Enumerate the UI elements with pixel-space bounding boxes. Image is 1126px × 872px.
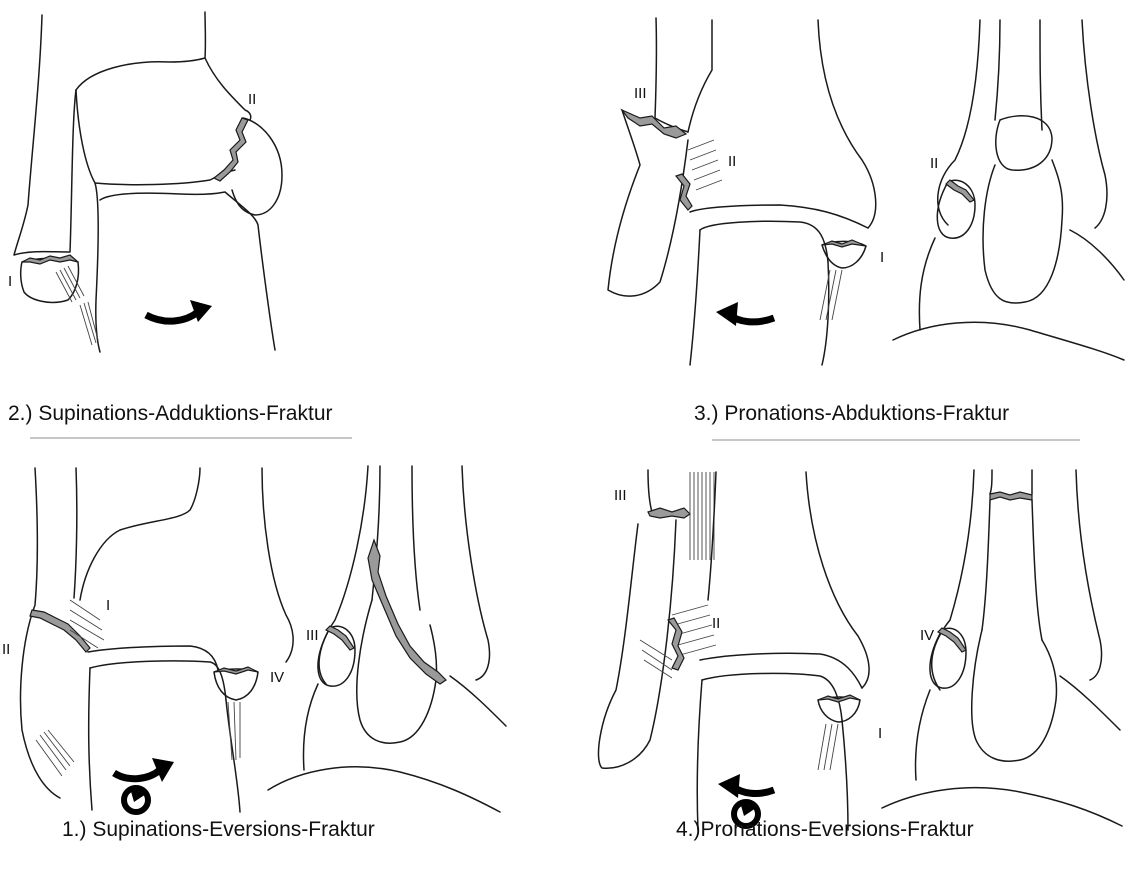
label-ii: II xyxy=(712,615,720,632)
tibia xyxy=(80,468,200,600)
tibia-side xyxy=(932,470,974,690)
rotation-arrow xyxy=(146,312,198,321)
label-ii: II xyxy=(248,91,256,108)
fracture-line-oblique xyxy=(368,540,446,684)
panel-pronation-abduction: III II I II 3.) Pronations-Abduktions-Fr… xyxy=(608,18,1124,440)
panel-supination-adduction: II I 2.) Supinations-Adduktions-Fraktur xyxy=(8,12,352,438)
deltoid-hatching xyxy=(818,724,838,770)
fibula xyxy=(21,468,60,798)
interosseous-hatching xyxy=(690,472,714,560)
fibula-distal xyxy=(598,520,676,768)
rotation-arrow xyxy=(114,770,160,779)
talus-side xyxy=(972,630,1057,761)
caption-pronation-abduction: 3.) Pronations-Abduktions-Fraktur xyxy=(694,402,1009,425)
tibia xyxy=(708,472,716,600)
talus-dome xyxy=(90,661,226,700)
talus xyxy=(95,183,100,352)
tibia-side-medial xyxy=(1076,470,1102,680)
fibula xyxy=(14,15,76,255)
ankle-front-view xyxy=(608,18,876,365)
panel-pronation-eversion: III II I IV 4.)Pronations-Eversions-Frak… xyxy=(598,470,1122,841)
fracture-line-iii xyxy=(648,508,690,518)
ankle-side-view xyxy=(893,20,1124,360)
fracture-line-iv-side xyxy=(938,628,966,652)
tibia xyxy=(76,12,205,90)
label-i: I xyxy=(880,249,884,266)
rotation-arrowhead xyxy=(716,302,738,326)
calcaneus-side xyxy=(916,676,1120,780)
talus xyxy=(700,221,828,262)
talus xyxy=(702,673,842,720)
tibia xyxy=(688,20,712,132)
tibia-side-medial xyxy=(462,466,490,680)
ligament-hatching xyxy=(56,266,98,345)
fracture-line-iii-side xyxy=(326,626,354,650)
label-iii: III xyxy=(306,627,319,644)
deltoid-hatching xyxy=(820,270,842,320)
label-i: I xyxy=(106,597,110,614)
talus-body xyxy=(89,668,240,812)
label-iii: III xyxy=(614,487,627,504)
tibia-side-medial xyxy=(1082,20,1107,228)
calcaneus-side xyxy=(919,230,1124,330)
fracture-line-proximal-side xyxy=(990,492,1032,500)
label-iv: IV xyxy=(270,669,284,686)
ankle-front-view xyxy=(21,468,294,812)
fracture-line-i xyxy=(22,255,78,264)
fracture-line-ii-side xyxy=(946,180,974,202)
tibia-shaft-medial xyxy=(806,472,869,688)
tibia-plafond xyxy=(76,90,235,185)
ankle-front-view xyxy=(14,12,282,352)
caption-pronation-eversion: 4.)Pronations-Eversions-Fraktur xyxy=(676,818,974,841)
caption-supination-eversion: 1.) Supinations-Eversions-Fraktur xyxy=(62,818,375,841)
ankle-side-view xyxy=(882,470,1122,826)
label-ii-side: II xyxy=(930,155,938,172)
tibia-shaft xyxy=(205,58,251,120)
fracture-line-iii xyxy=(622,110,686,138)
ankle-front-view xyxy=(598,470,869,830)
foot-outline-side xyxy=(893,322,1124,360)
label-ii: II xyxy=(2,641,10,658)
label-iii: III xyxy=(634,85,647,102)
label-i: I xyxy=(8,273,12,290)
rotation-arrowhead xyxy=(718,774,740,798)
fracture-line-ii xyxy=(214,118,248,181)
fibula-medial-edge xyxy=(74,468,77,598)
talus-body xyxy=(697,680,848,830)
deltoid-hatching xyxy=(228,702,240,760)
label-ii-front: II xyxy=(728,153,736,170)
talus-side-body xyxy=(983,160,1062,303)
tibia-shaft-medial xyxy=(262,468,293,662)
tibia-plafond xyxy=(88,646,218,670)
talus-body xyxy=(690,230,700,365)
talus-side-head xyxy=(996,116,1052,170)
talus-dome xyxy=(100,192,275,350)
fibula-side xyxy=(995,20,1042,130)
lateral-malleolus-fragment xyxy=(21,258,79,302)
calcaneus-side xyxy=(304,676,506,770)
ankle-side-view xyxy=(268,466,506,812)
panel-supination-eversion: I II IV III 1.) Supinations-Eversions-Fr… xyxy=(2,466,506,841)
label-iv: IV xyxy=(920,627,934,644)
caption-supination-adduction: 2.) Supinations-Adduktions-Fraktur xyxy=(8,402,333,425)
ligament-hatching xyxy=(688,140,722,190)
label-i: I xyxy=(878,725,882,742)
fibula-proximal xyxy=(648,470,652,512)
foot-outline-side xyxy=(268,767,500,812)
fracture-line-ii xyxy=(30,610,90,652)
tibia-shaft-medial xyxy=(818,20,876,228)
fracture-line-i xyxy=(818,695,860,702)
tibia-plafond xyxy=(700,653,862,688)
fibula-proximal xyxy=(655,18,688,132)
